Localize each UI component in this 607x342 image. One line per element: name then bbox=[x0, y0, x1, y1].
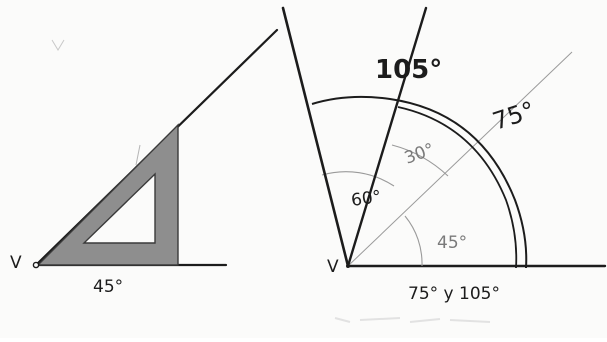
angle-label-105: 105° bbox=[375, 55, 442, 85]
pencil-arc-30 bbox=[391, 144, 449, 177]
pencil-mark bbox=[135, 144, 141, 166]
left-vertex-label: V bbox=[10, 253, 22, 273]
stray-pencil-mark bbox=[51, 39, 65, 51]
bleed-through-mark bbox=[334, 317, 491, 323]
pencil-arc-45 bbox=[404, 215, 423, 267]
construction-line-45 bbox=[347, 51, 573, 267]
right-caption: 75° y 105° bbox=[408, 284, 500, 304]
left-angle-label: 45° bbox=[93, 277, 123, 297]
right-vertex-point bbox=[346, 264, 350, 268]
pencil-arc-60 bbox=[321, 171, 395, 187]
right-figure: V 105° 75° 30° 60° 45° 75° y 105° bbox=[281, 6, 607, 323]
ray-75 bbox=[346, 6, 428, 268]
ray-105 bbox=[281, 6, 350, 268]
angle-label-75: 75° bbox=[489, 96, 538, 136]
right-vertex-label: V bbox=[327, 257, 339, 277]
angle-label-30: 30° bbox=[402, 140, 437, 169]
angle-label-60: 60° bbox=[350, 187, 383, 211]
left-vertex-point bbox=[32, 261, 40, 269]
inner-arc bbox=[397, 106, 518, 269]
angle-label-45: 45° bbox=[437, 233, 467, 253]
outer-arc bbox=[311, 95, 528, 269]
left-figure: V 45° bbox=[10, 28, 279, 297]
set-square-45 bbox=[36, 123, 179, 266]
